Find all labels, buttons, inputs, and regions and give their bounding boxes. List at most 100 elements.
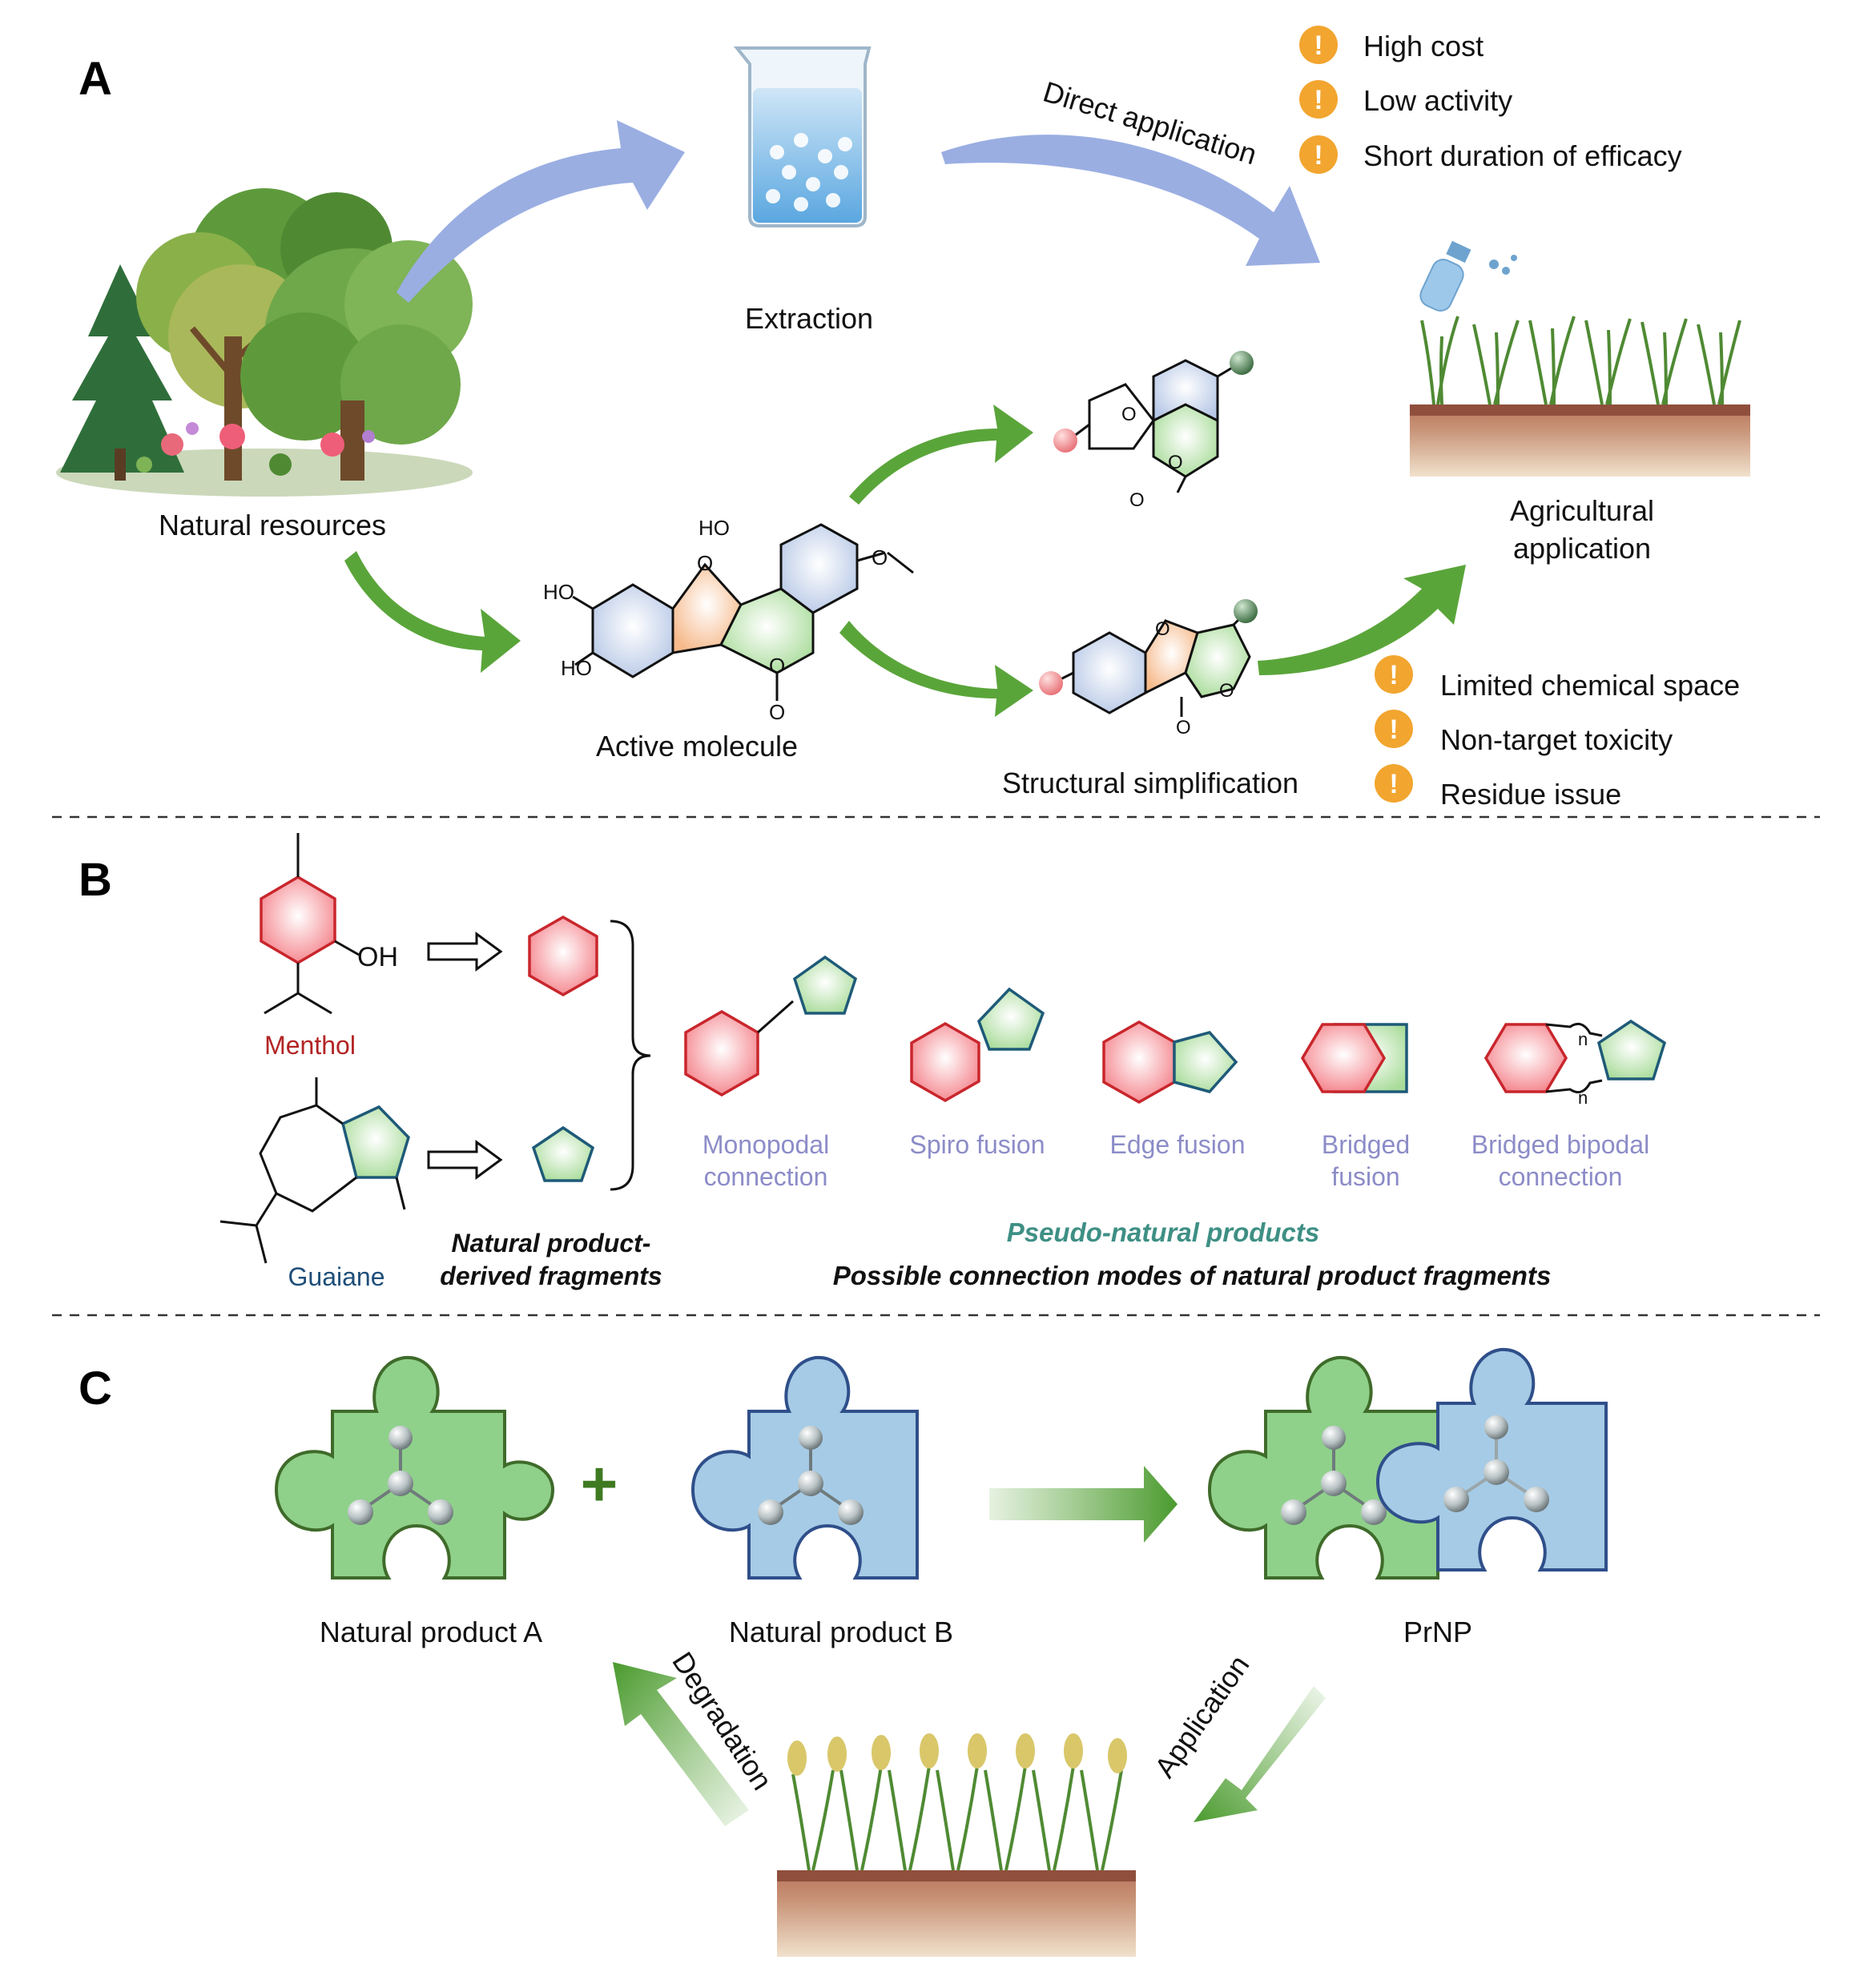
- svg-text:!: !: [1389, 769, 1398, 799]
- chem-o-label: O: [769, 700, 785, 724]
- issues-top-list: ! High cost ! Low activity ! Short durat…: [1299, 26, 1682, 174]
- mode-bridged-bipodal-line1: Bridged bipodal: [1471, 1130, 1649, 1159]
- mode-labels: Monopodal connection Spiro fusion Edge f…: [702, 1130, 1649, 1191]
- chem-ho-label: HO: [543, 580, 574, 604]
- chem-o-label: O: [1129, 489, 1145, 511]
- substituent-pink-sphere: [1053, 429, 1077, 453]
- degradation-label: Degradation: [666, 1646, 779, 1796]
- puzzle-piece-a: [274, 1355, 555, 1580]
- prnp-puzzle: [1207, 1347, 1608, 1580]
- substituent-pink-sphere: [1039, 671, 1063, 695]
- fragments-label-line2: derived fragments: [440, 1262, 662, 1290]
- green-arrow-to-active-molecule: [344, 551, 521, 673]
- mode-monopodal: [684, 955, 858, 1097]
- chem-o-label: O: [872, 545, 888, 569]
- active-molecule-structure: [572, 523, 914, 701]
- grouping-brace: [610, 920, 651, 1191]
- mode-monopodal-line1: Monopodal: [702, 1130, 829, 1159]
- issues-bottom-list: ! Limited chemical space ! Non-target to…: [1375, 655, 1740, 811]
- chem-ho-label: HO: [698, 516, 730, 540]
- warning-icon: !: [1299, 26, 1338, 64]
- agricultural-field-illustration: [1410, 240, 1750, 477]
- chem-o-label: O: [769, 654, 785, 678]
- issue-limited-chemical-space: Limited chemical space: [1440, 669, 1740, 702]
- mode-bridged-bipodal-line2: connection: [1499, 1162, 1623, 1191]
- plus-sign: +: [581, 1448, 618, 1519]
- issue-non-target-toxicity: Non-target toxicity: [1440, 723, 1673, 756]
- menthol-label: Menthol: [264, 1031, 356, 1060]
- application-label: Application: [1148, 1649, 1256, 1784]
- panel-b-letter: B: [79, 854, 112, 906]
- blue-arrow-extraction: [397, 120, 685, 303]
- panel-c-letter: C: [79, 1362, 112, 1415]
- chem-o-label: O: [1176, 717, 1191, 738]
- green-arrow-upper-simplification: [849, 404, 1033, 505]
- green-arrow-to-agricultural: [1258, 565, 1466, 675]
- substituent-green-sphere: [1230, 351, 1254, 375]
- forest-illustration: [56, 188, 473, 497]
- mode-edge-fusion-label: Edge fusion: [1109, 1130, 1245, 1159]
- puzzle-piece-b: [690, 1355, 919, 1580]
- product-a-label: Natural product A: [320, 1616, 542, 1648]
- menthol-structure: [260, 833, 360, 1015]
- active-molecule-label: Active molecule: [596, 730, 798, 763]
- simplified-molecule-upper: [1073, 359, 1238, 493]
- mode-spiro-label: Spiro fusion: [910, 1130, 1045, 1159]
- issue-short-duration: Short duration of efficacy: [1363, 139, 1682, 172]
- warning-icon: !: [1375, 655, 1413, 694]
- simplified-molecule-lower: [1057, 611, 1251, 717]
- chem-o-label: O: [1168, 452, 1183, 473]
- n-label-upper: n: [1578, 1029, 1588, 1049]
- warning-icon: !: [1375, 764, 1413, 803]
- issue-residue: Residue issue: [1440, 778, 1621, 811]
- active-molecule-labels: HO HO HO O O O O: [543, 516, 888, 724]
- hollow-arrow-menthol: [427, 932, 503, 972]
- guaiane-label: Guaiane: [288, 1262, 385, 1291]
- application-arrow: [1194, 1686, 1326, 1822]
- agricultural-application-line2: application: [1513, 532, 1651, 565]
- mode-bridged-line1: Bridged: [1322, 1130, 1410, 1159]
- svg-text:!: !: [1314, 85, 1322, 115]
- green-arrow-lower-simplification: [839, 621, 1033, 717]
- hexagon-fragment: [528, 915, 598, 997]
- pentagon-fragment: [531, 1125, 595, 1182]
- warning-icon: !: [1375, 710, 1413, 748]
- green-arrow-to-prnp: [989, 1466, 1178, 1543]
- mode-spiro: [910, 987, 1045, 1103]
- mode-edge-fusion: [1102, 1020, 1238, 1105]
- chem-o-label: O: [1155, 618, 1170, 640]
- chem-o-label: O: [1219, 680, 1234, 702]
- guaiane-structure: [219, 1077, 410, 1264]
- extraction-label: Extraction: [745, 302, 873, 335]
- svg-text:!: !: [1389, 714, 1398, 745]
- beaker-illustration: [733, 46, 872, 227]
- svg-text:!: !: [1314, 30, 1322, 61]
- hollow-arrow-guaiane: [427, 1140, 503, 1180]
- prnp-label: PrNP: [1403, 1616, 1472, 1648]
- fragments-label-line1: Natural product-: [452, 1229, 651, 1258]
- crop-field-illustration: [777, 1733, 1136, 1957]
- mode-monopodal-line2: connection: [704, 1162, 828, 1191]
- blue-arrow-direct-application: [941, 135, 1320, 266]
- mode-bridged-line2: fusion: [1331, 1162, 1399, 1191]
- svg-text:!: !: [1389, 660, 1398, 690]
- warning-icon: !: [1299, 80, 1338, 119]
- panel-a-letter: A: [79, 53, 112, 105]
- agricultural-application-line1: Agricultural: [1510, 494, 1654, 527]
- n-label-lower: n: [1578, 1088, 1588, 1108]
- mode-bridged-bipodal: [1483, 1019, 1667, 1094]
- substituent-green-sphere: [1234, 599, 1258, 623]
- structural-simplification-label: Structural simplification: [1002, 767, 1298, 799]
- pseudo-natural-label: Pseudo-natural products: [1007, 1217, 1320, 1247]
- svg-text:!: !: [1314, 140, 1322, 171]
- chem-o-label: O: [1121, 404, 1137, 425]
- issue-low-activity: Low activity: [1363, 84, 1512, 117]
- chem-ho-label: HO: [561, 656, 592, 680]
- mode-bridged-fusion: [1300, 1023, 1408, 1093]
- natural-resources-label: Natural resources: [159, 509, 386, 541]
- warning-icon: !: [1299, 135, 1338, 174]
- product-b-label: Natural product B: [729, 1616, 953, 1648]
- possible-modes-label: Possible connection modes of natural pro…: [833, 1261, 1552, 1290]
